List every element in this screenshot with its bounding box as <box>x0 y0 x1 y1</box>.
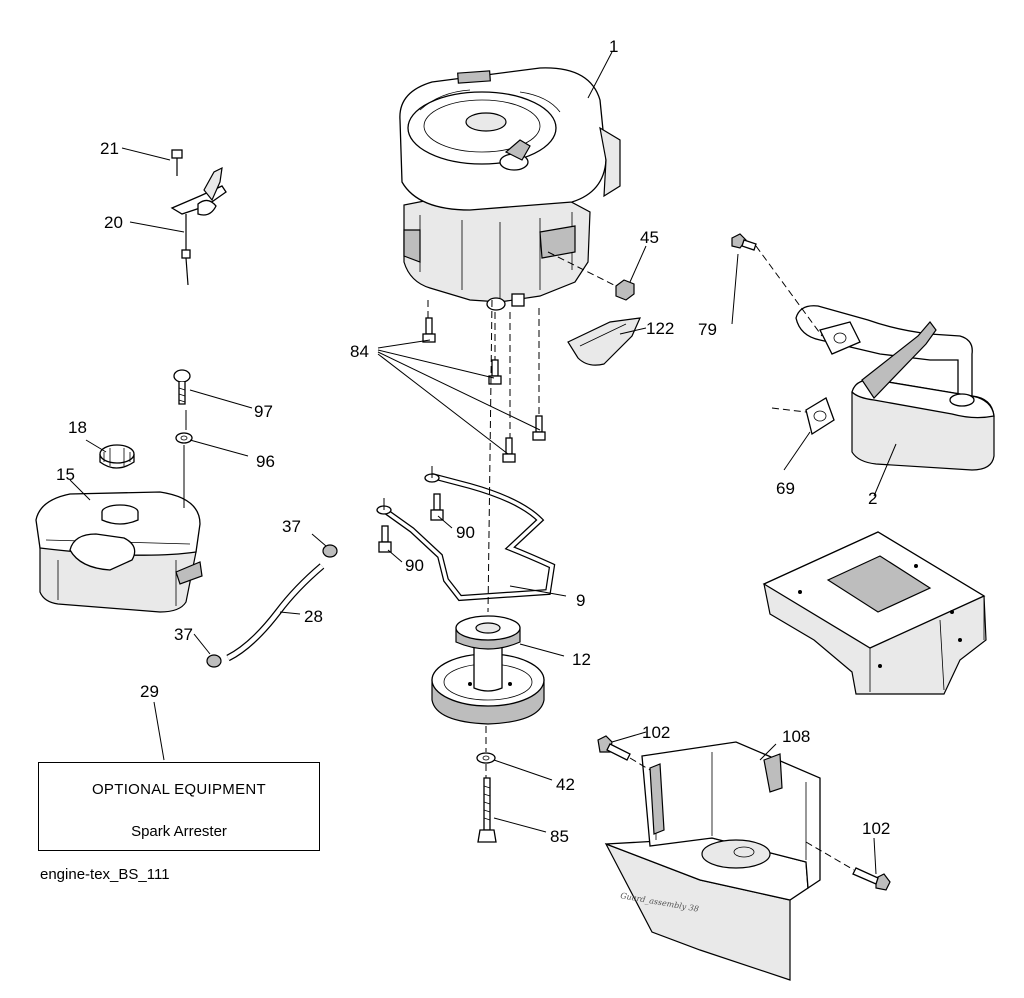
pulley-part <box>431 615 545 725</box>
callout-90-left: 90 <box>405 556 424 575</box>
fuel-cap-part <box>99 444 135 469</box>
callout-108: 108 <box>782 727 810 746</box>
callout-85: 85 <box>550 827 569 846</box>
bolt-85-part <box>477 777 497 843</box>
washer-96-part <box>175 432 193 444</box>
callout-97: 97 <box>254 402 273 421</box>
callout-45: 45 <box>640 228 659 247</box>
gasket-69-part <box>805 397 835 436</box>
muffler-part <box>795 305 995 471</box>
belt-guide-part <box>376 473 556 602</box>
callout-18: 18 <box>68 418 87 437</box>
diagram-caption: engine-tex_BS_111 <box>40 866 170 883</box>
callout-90-right: 90 <box>456 523 475 542</box>
fuel-line-part <box>206 544 338 668</box>
callout-labels: 1 21 20 45 79 122 84 97 18 96 15 69 2 37… <box>56 37 890 846</box>
callout-122: 122 <box>646 319 674 338</box>
callout-69: 69 <box>776 479 795 498</box>
callout-20: 20 <box>104 213 123 232</box>
optional-equipment-title: OPTIONAL EQUIPMENT <box>91 781 267 798</box>
engine-mount-plate-part <box>762 531 987 695</box>
engine-part <box>399 67 621 311</box>
screw-97-part <box>173 369 191 405</box>
bolt-90-part <box>378 493 444 553</box>
bolt-102-left-part <box>597 735 631 761</box>
callout-12: 12 <box>572 650 591 669</box>
throttle-control-part <box>170 149 227 286</box>
guard-assembly-part: Guard_assembly 38 <box>604 741 821 981</box>
optional-equipment-box: OPTIONAL EQUIPMENT Spark Arrester <box>38 762 320 851</box>
callout-84: 84 <box>350 342 369 361</box>
bracket-122-part <box>567 317 641 366</box>
callout-29: 29 <box>140 682 159 701</box>
bolts-84-part <box>422 317 546 463</box>
callout-2: 2 <box>868 489 877 508</box>
callout-79: 79 <box>698 320 717 339</box>
bolt-102-right-part <box>852 867 891 891</box>
callout-102-right: 102 <box>862 819 890 838</box>
callout-28: 28 <box>304 607 323 626</box>
callout-37-top: 37 <box>282 517 301 536</box>
bolt-79-part <box>731 233 757 251</box>
fuel-tank-part <box>35 491 203 613</box>
callout-37-bottom: 37 <box>174 625 193 644</box>
callout-1: 1 <box>609 37 618 56</box>
washer-42-part <box>476 752 496 764</box>
callout-9: 9 <box>576 591 585 610</box>
callout-15: 15 <box>56 465 75 484</box>
callout-102-left: 102 <box>642 723 670 742</box>
callout-96: 96 <box>256 452 275 471</box>
leader-lines <box>69 51 897 875</box>
optional-equipment-subtitle: Spark Arrester <box>131 823 227 840</box>
callout-21: 21 <box>100 139 119 158</box>
callout-42: 42 <box>556 775 575 794</box>
nut-45-part <box>615 279 635 301</box>
